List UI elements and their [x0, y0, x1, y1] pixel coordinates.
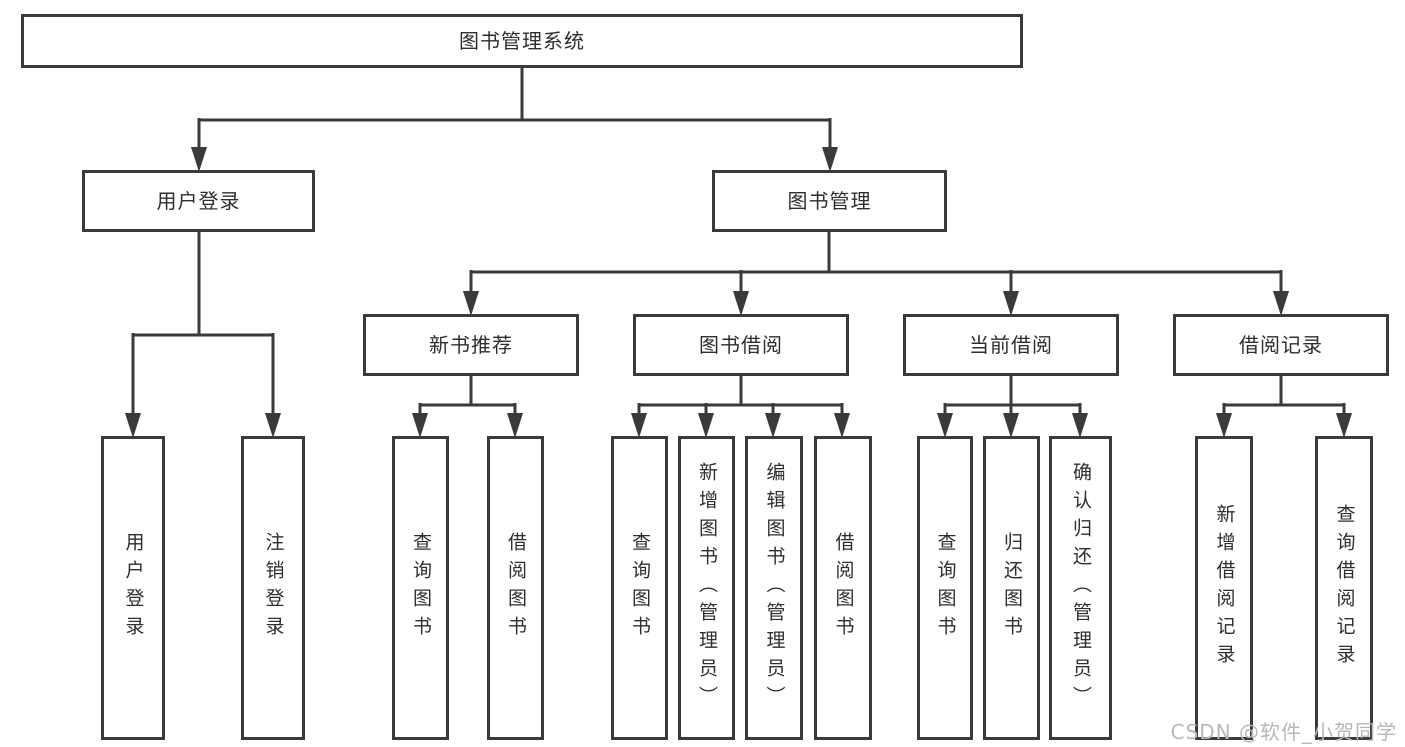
- node-label: 用户登录: [156, 189, 241, 213]
- node-label: 用户登录: [122, 532, 145, 644]
- leaf-user-login: 用户登录: [101, 436, 165, 740]
- leaf-edit-books-admin: 编辑图书（管理员）: [745, 436, 803, 740]
- leaf-add-books-admin: 新增图书（管理员）: [678, 436, 735, 740]
- node-label: 新书推荐: [429, 333, 513, 357]
- leaf-add-borrow-record: 新增借阅记录: [1195, 436, 1253, 740]
- node-label: 查询图书: [629, 532, 651, 644]
- node-current-borrowing: 当前借阅: [903, 314, 1119, 376]
- node-label: 查询图书: [934, 532, 957, 644]
- node-new-book-recommendation: 新书推荐: [363, 314, 579, 376]
- node-label: 借阅图书: [832, 532, 855, 644]
- node-label: 图书管理: [787, 189, 872, 213]
- leaf-return-books: 归还图书: [983, 436, 1040, 740]
- node-label: 编辑图书（管理员）: [763, 462, 786, 714]
- node-book-management: 图书管理: [712, 170, 947, 232]
- leaf-confirm-return-admin: 确认归还（管理员）: [1049, 436, 1112, 740]
- node-label: 注销登录: [262, 532, 285, 644]
- node-label: 查询借阅记录: [1333, 504, 1356, 672]
- node-label: 图书管理系统: [459, 29, 585, 53]
- leaf-query-books: 查询图书: [917, 436, 973, 740]
- leaf-query-books: 查询图书: [611, 436, 668, 740]
- node-label: 新增借阅记录: [1213, 504, 1236, 672]
- node-label: 当前借阅: [969, 333, 1053, 357]
- node-user-login: 用户登录: [82, 170, 315, 232]
- node-label: 新增图书（管理员）: [696, 462, 718, 714]
- leaf-borrow-books: 借阅图书: [487, 436, 544, 740]
- node-label: 查询图书: [410, 532, 432, 644]
- node-label: 图书借阅: [699, 333, 783, 357]
- node-library-management-system: 图书管理系统: [21, 14, 1023, 68]
- node-label: 借阅记录: [1239, 333, 1323, 357]
- node-borrowing-records: 借阅记录: [1173, 314, 1389, 376]
- node-label: 借阅图书: [505, 532, 527, 644]
- leaf-query-borrow-record: 查询借阅记录: [1315, 436, 1373, 740]
- leaf-query-books: 查询图书: [392, 436, 449, 740]
- node-label: 归还图书: [1001, 532, 1023, 644]
- node-label: 确认归还（管理员）: [1070, 462, 1092, 714]
- leaf-borrow-books: 借阅图书: [814, 436, 872, 740]
- node-book-borrowing: 图书借阅: [633, 314, 849, 376]
- leaf-logout: 注销登录: [241, 436, 305, 740]
